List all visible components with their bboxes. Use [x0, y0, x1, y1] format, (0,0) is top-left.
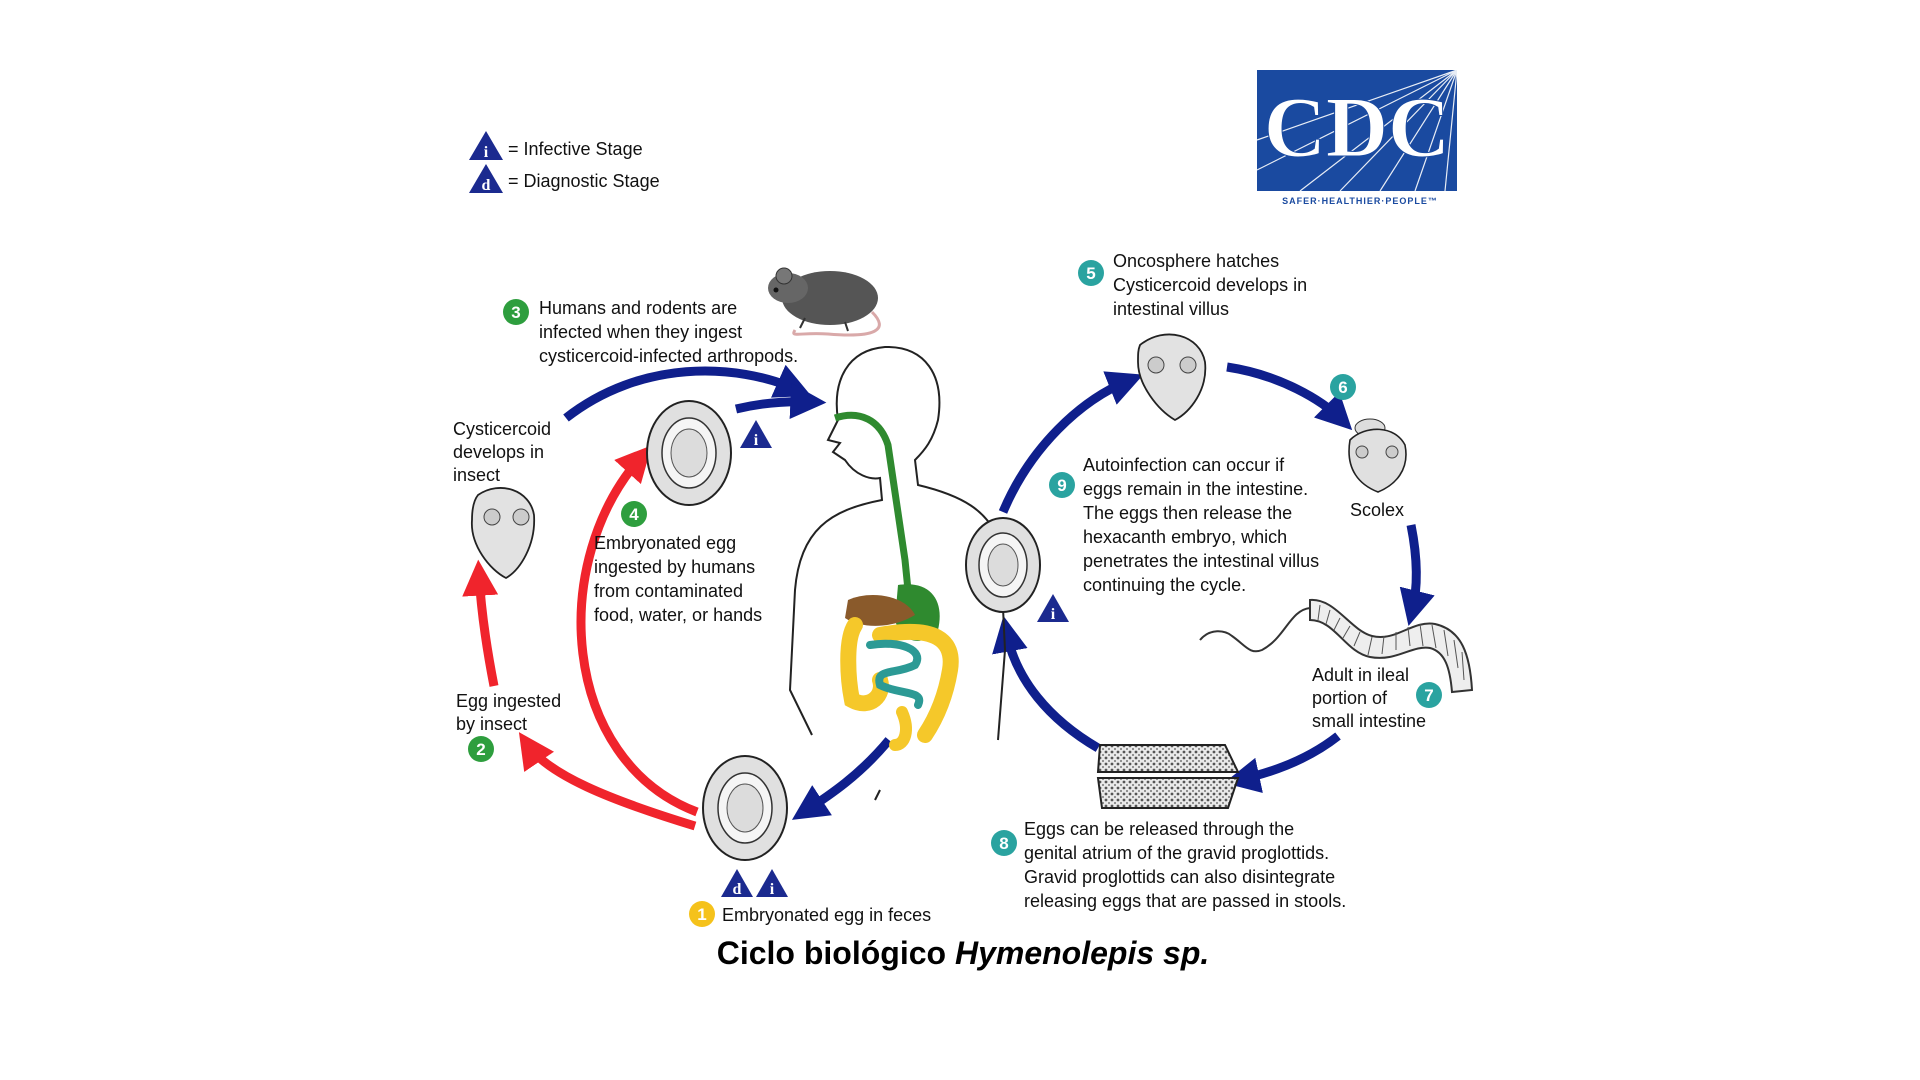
svg-text:i: i [754, 432, 759, 449]
adult-worm [1199, 598, 1474, 694]
infective-stage-marker-3: i [740, 420, 772, 449]
step-badge-8: 8 [991, 830, 1017, 856]
step-5-text: Oncosphere hatches Cysticercoid develops… [1113, 251, 1312, 319]
caption-prefix: Ciclo biológico [717, 935, 955, 971]
step-badge-2: 2 [468, 736, 494, 762]
gravid-proglottids [1096, 744, 1240, 809]
diagram-caption: Ciclo biológico Hymenolepis sp. [717, 935, 1210, 971]
step-badge-7: 7 [1416, 682, 1442, 708]
step-1-text: Embryonated egg in feces [722, 905, 931, 925]
step-badge-9: 9 [1049, 472, 1075, 498]
svg-text:7: 7 [1424, 686, 1433, 705]
svg-text:3: 3 [511, 303, 520, 322]
step-8-text: Eggs can be released through the genital… [1024, 819, 1346, 911]
cysticercoid-insect-label: Cysticercoid develops in insect [453, 419, 556, 485]
step-9-text: Autoinfection can occur if eggs remain i… [1083, 455, 1324, 595]
step-7-text: Adult in ileal portion of small intestin… [1312, 665, 1426, 731]
svg-text:d: d [482, 177, 491, 194]
egg-stage-1 [702, 755, 788, 861]
step-badge-6: 6 [1330, 374, 1356, 400]
cysticercoid-villus [1137, 333, 1207, 422]
legend-infective-label: = Infective Stage [508, 139, 643, 159]
infective-stage-marker-1: i [756, 869, 788, 898]
step-badge-1: 1 [689, 901, 715, 927]
step-badge-5: 5 [1078, 260, 1104, 286]
svg-text:i: i [770, 881, 775, 898]
egg-stage-4 [646, 400, 732, 506]
svg-text:1: 1 [697, 905, 706, 924]
svg-text:5: 5 [1086, 264, 1095, 283]
infective-stage-icon: i [469, 131, 503, 161]
legend-diagnostic-label: = Diagnostic Stage [508, 171, 660, 191]
svg-text:2: 2 [476, 740, 485, 759]
cdc-logo: CDC SAFER·HEALTHIER·PEOPLE™ [1256, 69, 1458, 206]
step-4-text: Embryonated egg ingested by humans from … [594, 533, 762, 625]
infective-stage-marker-9: i [1037, 594, 1069, 623]
diagnostic-stage-marker-1: d [721, 869, 753, 898]
digestive-tract [833, 411, 959, 751]
svg-text:4: 4 [629, 505, 639, 524]
rat-illustration [768, 267, 881, 337]
svg-text:8: 8 [999, 834, 1008, 853]
diagnostic-stage-icon: d [469, 164, 503, 194]
step-2-text: Egg ingested by insect [456, 691, 566, 734]
cysticercoid-insect [471, 487, 535, 580]
scolex-illustration [1348, 418, 1407, 493]
legend: i = Infective Stage d = Diagnostic Stage [469, 131, 660, 194]
caption-species: Hymenolepis sp. [955, 935, 1209, 971]
cdc-logo-text: CDC [1264, 79, 1450, 175]
svg-text:6: 6 [1338, 378, 1347, 397]
svg-text:i: i [1051, 606, 1056, 623]
red-arrows [462, 445, 699, 831]
step-badge-3: 3 [503, 299, 529, 325]
svg-text:9: 9 [1057, 476, 1066, 495]
svg-text:i: i [484, 144, 489, 161]
svg-text:d: d [733, 881, 742, 898]
step-3-text: Humans and rodents are infected when the… [539, 298, 798, 366]
blue-arrows [563, 362, 1435, 820]
egg-stage-9 [965, 517, 1041, 613]
step-badge-4: 4 [621, 501, 647, 527]
scolex-label: Scolex [1350, 500, 1404, 520]
cdc-logo-tagline: SAFER·HEALTHIER·PEOPLE™ [1282, 196, 1438, 206]
